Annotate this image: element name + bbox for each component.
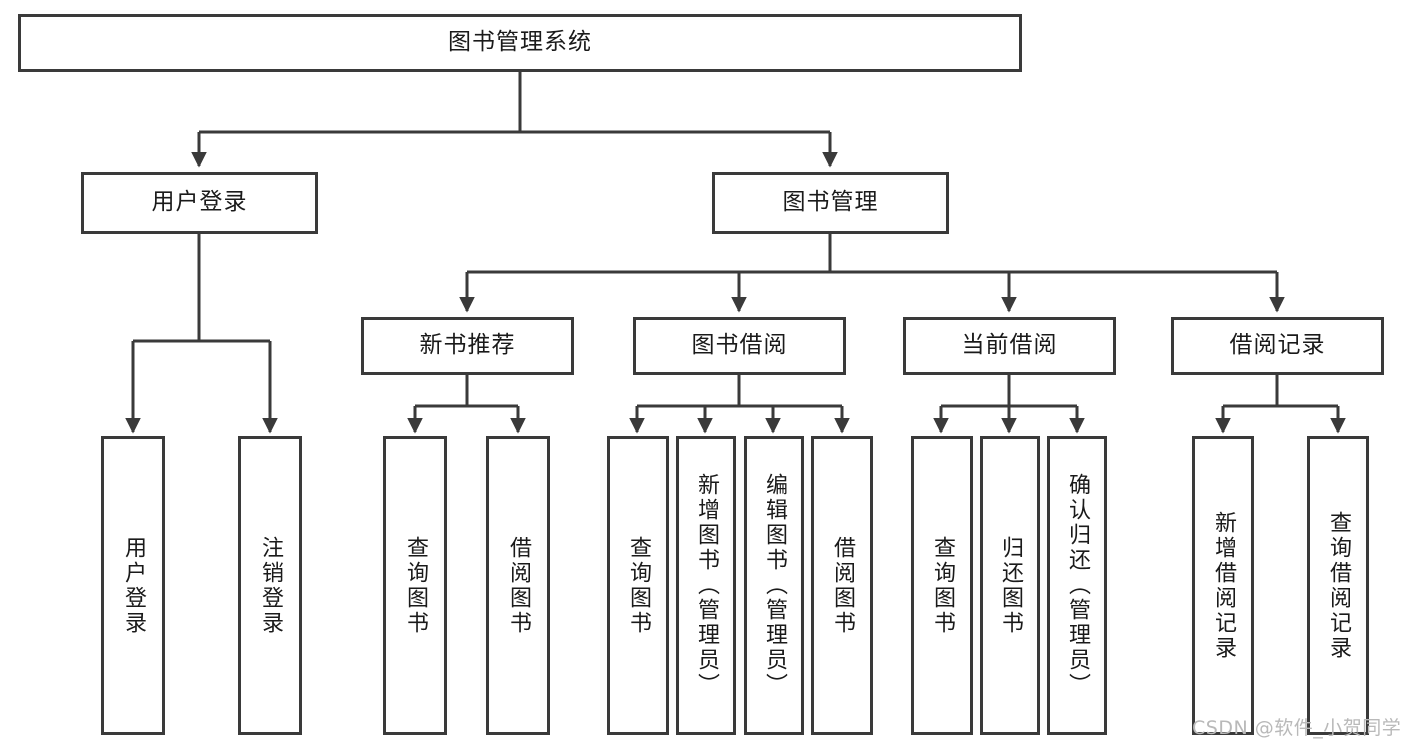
node-book-mgmt[interactable]: 图书管理 (712, 172, 949, 234)
node-leaf-bb-query-label: 查询图书 (625, 535, 651, 636)
node-leaf-rec-query-label: 查询图书 (402, 535, 428, 636)
node-user-login[interactable]: 用户登录 (81, 172, 318, 234)
node-leaf-cb-confirm-label: 确认归还（管理员） (1064, 473, 1090, 698)
node-leaf-cb-query-label: 查询图书 (929, 535, 955, 636)
node-borrow-record-label: 借阅记录 (1229, 332, 1326, 359)
node-root-label: 图书管理系统 (448, 29, 592, 56)
node-leaf-user-logout[interactable]: 注销登录 (238, 436, 302, 735)
node-leaf-br-query[interactable]: 查询借阅记录 (1307, 436, 1369, 735)
node-leaf-cb-return[interactable]: 归还图书 (980, 436, 1040, 735)
node-leaf-rec-query[interactable]: 查询图书 (383, 436, 447, 735)
node-leaf-bb-add[interactable]: 新增图书（管理员） (676, 436, 736, 735)
node-book-borrow-label: 图书借阅 (691, 332, 788, 359)
node-leaf-user-login-label: 用户登录 (120, 535, 146, 636)
node-user-login-label: 用户登录 (151, 189, 248, 216)
node-leaf-cb-query[interactable]: 查询图书 (911, 436, 973, 735)
node-book-mgmt-label: 图书管理 (782, 189, 879, 216)
node-root[interactable]: 图书管理系统 (18, 14, 1022, 72)
node-leaf-user-logout-label: 注销登录 (257, 535, 283, 636)
node-book-borrow[interactable]: 图书借阅 (633, 317, 846, 375)
node-leaf-user-login[interactable]: 用户登录 (101, 436, 165, 735)
node-leaf-bb-add-label: 新增图书（管理员） (693, 473, 719, 698)
node-leaf-bb-edit[interactable]: 编辑图书（管理员） (744, 436, 804, 735)
node-leaf-cb-confirm[interactable]: 确认归还（管理员） (1047, 436, 1107, 735)
node-leaf-bb-query[interactable]: 查询图书 (607, 436, 669, 735)
node-leaf-br-add-label: 新增借阅记录 (1210, 510, 1236, 661)
node-leaf-br-add[interactable]: 新增借阅记录 (1192, 436, 1254, 735)
node-new-book-rec-label: 新书推荐 (419, 332, 516, 359)
node-leaf-br-query-label: 查询借阅记录 (1325, 510, 1351, 661)
node-borrow-record[interactable]: 借阅记录 (1171, 317, 1384, 375)
node-leaf-bb-borrow-label: 借阅图书 (829, 535, 855, 636)
node-current-borrow[interactable]: 当前借阅 (903, 317, 1116, 375)
node-new-book-rec[interactable]: 新书推荐 (361, 317, 574, 375)
node-leaf-bb-borrow[interactable]: 借阅图书 (811, 436, 873, 735)
csdn-watermark: CSDN @软件_小贺同学 (1192, 717, 1402, 739)
node-leaf-cb-return-label: 归还图书 (997, 535, 1023, 636)
node-leaf-rec-borrow[interactable]: 借阅图书 (486, 436, 550, 735)
node-leaf-bb-edit-label: 编辑图书（管理员） (761, 473, 787, 698)
node-current-borrow-label: 当前借阅 (961, 332, 1058, 359)
node-leaf-rec-borrow-label: 借阅图书 (505, 535, 531, 636)
